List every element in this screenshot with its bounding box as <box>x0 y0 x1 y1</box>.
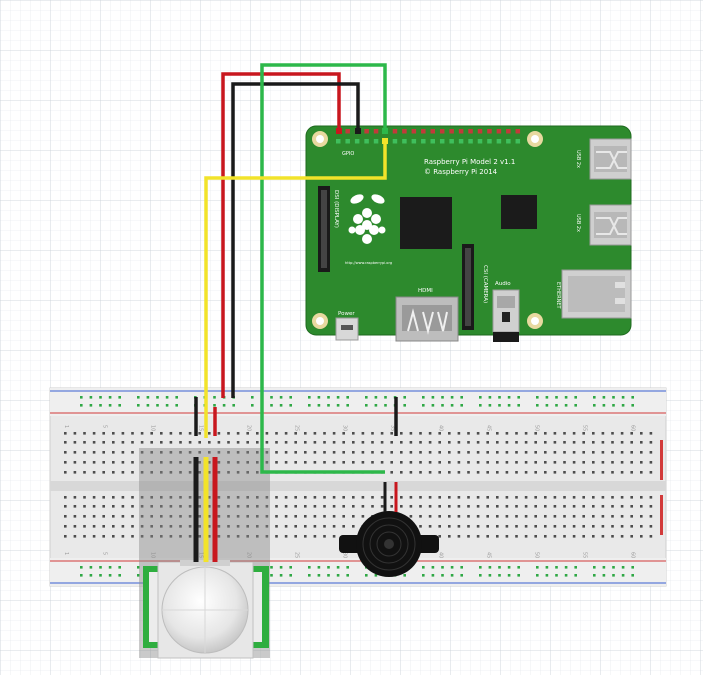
gpio-pin <box>487 129 492 134</box>
gpio-pin <box>430 129 435 134</box>
ethernet-port <box>561 269 632 319</box>
wire-yellow-signal <box>204 141 387 438</box>
column-number: 50 <box>533 552 539 558</box>
gpio-pin <box>439 139 445 144</box>
pir-motion-sensor <box>139 448 270 659</box>
gpio-pin <box>487 139 492 144</box>
audio-label: Audio <box>495 281 511 287</box>
column-number: 15 <box>197 425 203 431</box>
gpio-pin <box>373 129 379 134</box>
column-number: 40 <box>437 425 443 431</box>
raspberry-pi-board: GPIO Raspberry Pi Model 2 v1.1 © Raspber… <box>305 125 632 342</box>
column-number: 55 <box>581 552 587 558</box>
column-number: 20 <box>245 552 251 558</box>
column-number: 30 <box>341 552 347 558</box>
gpio-pin <box>458 139 464 144</box>
gpio-pin <box>515 129 521 134</box>
gpio-pin <box>515 139 521 144</box>
gpio-pin <box>506 129 511 134</box>
wire-green-signal <box>260 63 387 474</box>
gpio-pin <box>421 129 426 134</box>
usb-port <box>589 138 632 180</box>
gpio-pin <box>439 129 445 134</box>
column-number: 10 <box>149 552 155 558</box>
soc-chip <box>400 197 452 249</box>
gpio-pin <box>373 139 379 144</box>
piezo-buzzer <box>339 511 439 577</box>
column-number: 20 <box>245 425 251 431</box>
column-number: 25 <box>293 552 299 558</box>
wire-black-gnd <box>231 82 360 398</box>
gpio-pin <box>430 139 435 144</box>
power-label: Power <box>338 311 355 317</box>
gpio-pin <box>449 139 454 144</box>
gpio-pin <box>421 139 426 144</box>
ethernet-label: ETHERNET <box>555 282 561 310</box>
center-channel <box>50 481 666 491</box>
gpio-pin <box>336 139 341 144</box>
gpio-pin <box>496 139 502 144</box>
column-number: 55 <box>581 425 587 431</box>
gpio-pin <box>402 139 407 144</box>
gpio-pin <box>477 139 483 144</box>
pi-url: http://www.raspberrypi.org <box>345 261 392 265</box>
gpio-pin <box>392 139 398 144</box>
column-number: 45 <box>485 425 491 431</box>
gpio-pin <box>411 129 417 134</box>
csi-label: CSI (CAMERA) <box>482 265 488 303</box>
pi-copyright: © Raspberry Pi 2014 <box>424 168 498 176</box>
wire-red-5v <box>221 72 341 398</box>
gpio-pin <box>402 129 407 134</box>
gpio-pin <box>364 139 369 144</box>
gpio-pin <box>506 139 511 144</box>
gpio-pin <box>468 139 473 144</box>
usb-label-1: USB 2x <box>575 150 581 168</box>
column-number: 10 <box>149 425 155 431</box>
column-number: 50 <box>533 425 539 431</box>
raspberry-logo <box>348 194 386 244</box>
dsi-label: DSI (DISPLAY) <box>333 190 339 228</box>
column-number: 1 <box>63 552 69 555</box>
hdmi-label: HDMI <box>418 288 433 294</box>
column-number: 5 <box>101 552 107 555</box>
column-number: 1 <box>63 425 69 428</box>
gpio-pin <box>392 129 398 134</box>
wires <box>193 63 398 562</box>
usb-port <box>589 204 632 246</box>
column-number: 15 <box>197 552 203 558</box>
gpio-pin <box>411 139 417 144</box>
gpio-pin <box>496 129 502 134</box>
column-number: 5 <box>101 425 107 428</box>
wire-endpoints <box>336 128 388 144</box>
gpio-pin <box>345 139 350 144</box>
gpio-pin <box>477 129 483 134</box>
column-number: 25 <box>293 425 299 431</box>
column-number: 30 <box>341 425 347 431</box>
column-number: 35 <box>389 425 395 431</box>
column-number: 40 <box>437 552 443 558</box>
column-number: 60 <box>629 552 635 558</box>
column-number: 45 <box>485 552 491 558</box>
gpio-pin <box>364 129 369 134</box>
usb-label-2: USB 2x <box>575 214 581 232</box>
pi-model-title: Raspberry Pi Model 2 v1.1 <box>424 158 515 166</box>
gpio-pin <box>468 129 473 134</box>
gpio-pin <box>345 129 350 134</box>
column-number: 60 <box>629 425 635 431</box>
gpio-pin <box>354 139 360 144</box>
gpio-pin <box>458 129 464 134</box>
gpio-pin <box>449 129 454 134</box>
usb-ethernet-chip <box>501 195 537 229</box>
gpio-label: GPIO <box>342 151 354 157</box>
